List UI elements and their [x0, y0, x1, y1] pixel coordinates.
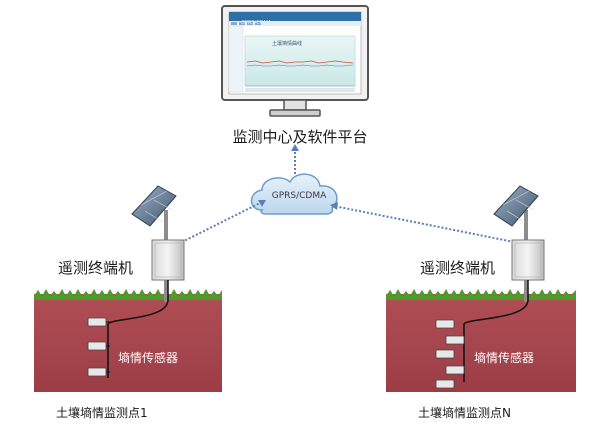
- station-left: [34, 185, 222, 392]
- chart-title: 土壤墒情曲线: [272, 41, 303, 47]
- cloud-icon: [250, 173, 338, 215]
- monitor: [221, 5, 369, 117]
- monitor-caption: 监测中心及软件平台: [232, 128, 368, 146]
- network-label: GPRS/CDMA: [271, 191, 327, 201]
- sensor-label-right: 墒情传感器: [474, 351, 535, 365]
- point-label-left: 土壤墒情监测点1: [56, 406, 148, 420]
- link-monitor-cloud: [291, 144, 299, 176]
- app-title: GPRS/CDMA: [241, 20, 272, 26]
- link-cloud-left: [177, 200, 266, 245]
- station-right: [386, 185, 576, 392]
- terminal-label-right: 遥测终端机: [420, 259, 496, 277]
- link-cloud-right: [330, 202, 515, 243]
- terminal-label-left: 遥测终端机: [58, 259, 134, 277]
- sensor-label-left: 墒情传感器: [118, 351, 179, 365]
- point-label-right: 土壤墒情监测点N: [418, 406, 511, 420]
